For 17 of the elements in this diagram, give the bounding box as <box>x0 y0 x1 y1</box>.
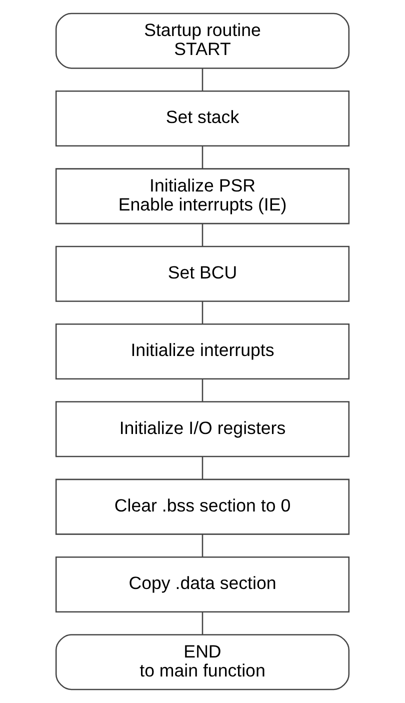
connector <box>202 224 204 246</box>
node-box: Set BCU <box>55 246 350 302</box>
connector <box>202 456 204 480</box>
connector <box>202 68 204 91</box>
connector <box>202 612 204 634</box>
connector <box>202 301 204 324</box>
node-box: Copy .data section <box>55 556 350 612</box>
node-box: Startup routine START <box>55 12 350 69</box>
node-box: END to main function <box>55 634 350 690</box>
connector <box>202 379 204 402</box>
node-box: Initialize PSR Enable interrupts (IE) <box>55 168 350 224</box>
node-box: Initialize interrupts <box>55 324 350 380</box>
node-box: Clear .bss section to 0 <box>55 478 350 535</box>
node-box: Set stack <box>55 90 350 147</box>
connector <box>202 146 204 169</box>
node-box: Initialize I/O registers <box>55 401 350 458</box>
connector <box>202 534 204 557</box>
